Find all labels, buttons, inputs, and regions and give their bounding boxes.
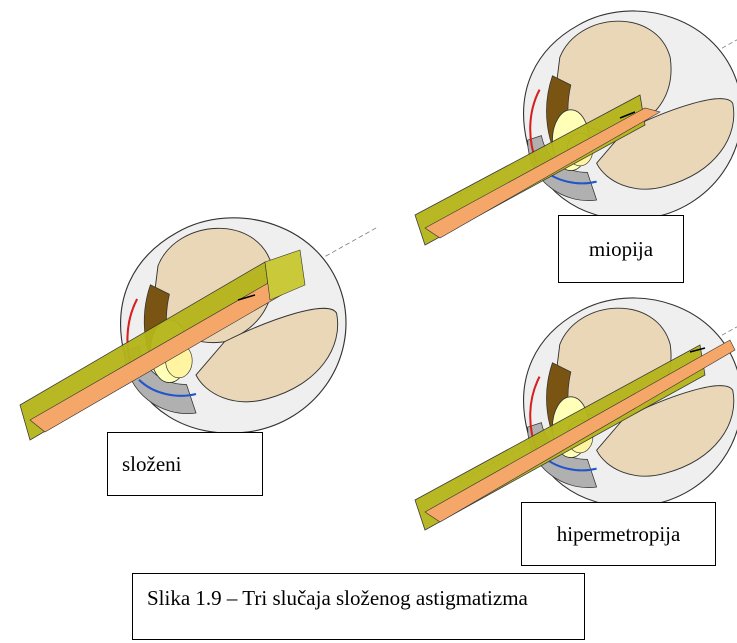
label-complex-text: složeni xyxy=(122,452,181,477)
label-myopia: miopija xyxy=(558,215,684,283)
figure-caption-text: Slika 1.9 – Tri slučaja složenog astigma… xyxy=(147,586,528,610)
figure-caption: Slika 1.9 – Tri slučaja složenog astigma… xyxy=(132,573,585,640)
label-hypermetropia-text: hipermetropija xyxy=(557,522,681,547)
label-myopia-text: miopija xyxy=(589,237,653,262)
eye-hypermetropia xyxy=(415,298,737,530)
eye-complex xyxy=(20,218,377,440)
label-complex: složeni xyxy=(107,432,263,496)
label-hypermetropia: hipermetropija xyxy=(521,502,716,566)
eye-myopia xyxy=(415,11,737,245)
